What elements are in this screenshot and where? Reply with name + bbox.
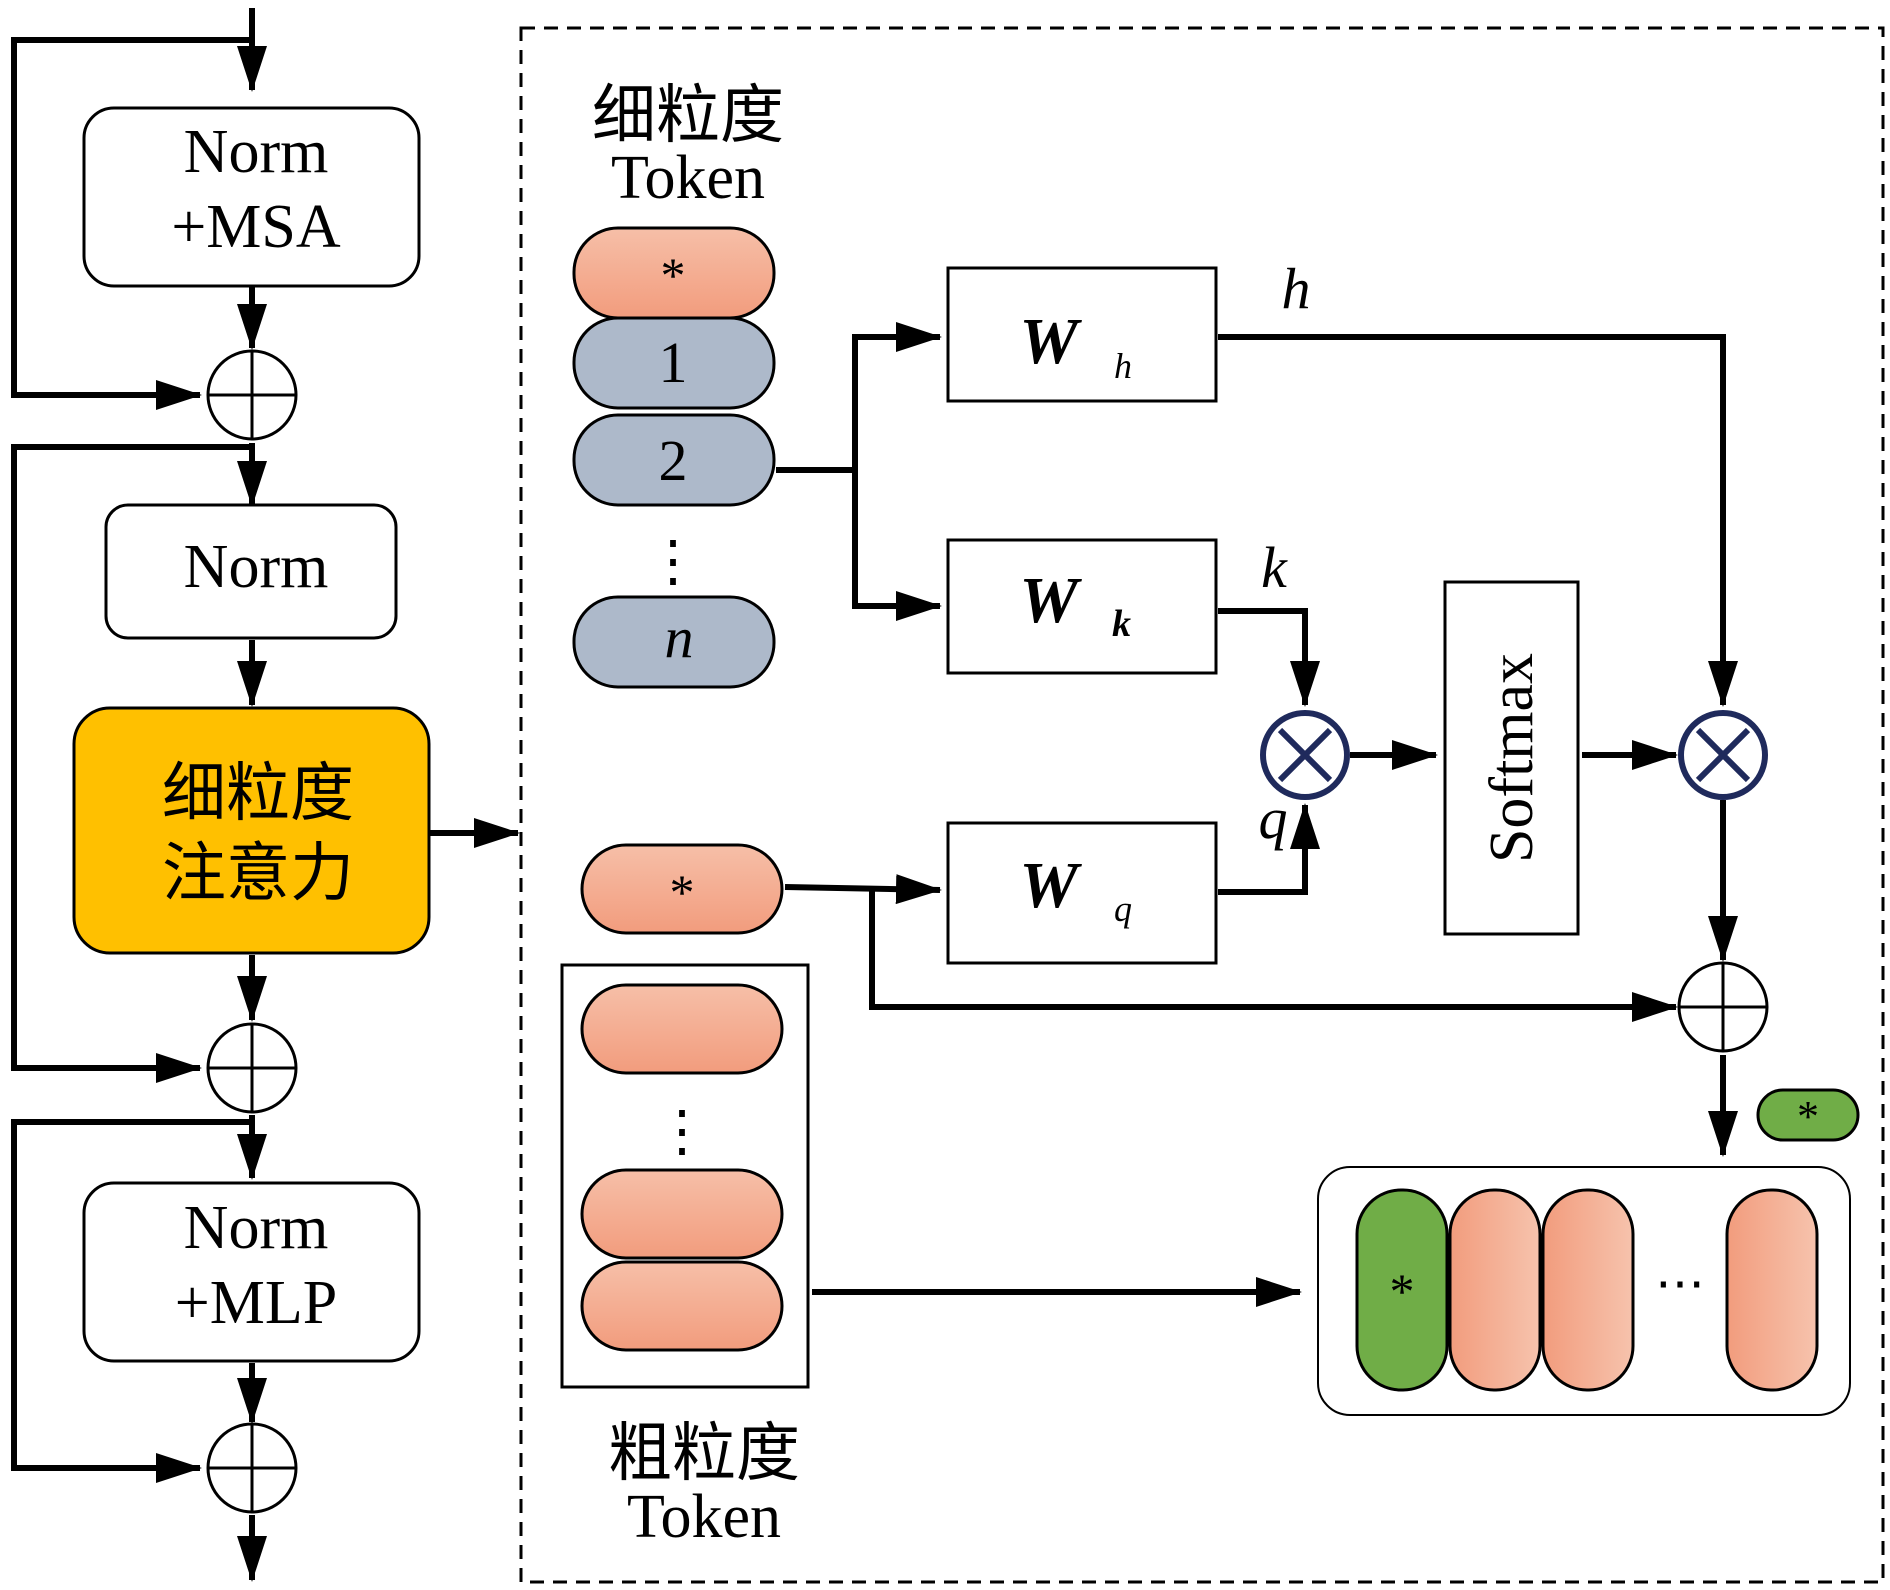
coarse-token-1 — [580, 983, 784, 1075]
q-label: q — [1259, 786, 1288, 851]
add-circle-3 — [206, 1422, 298, 1514]
wh-sub: h — [1114, 346, 1132, 386]
wk-projection: W k — [946, 538, 1218, 675]
coarse-token-title-line2: Token — [627, 1483, 781, 1551]
mult-circle-1 — [1260, 710, 1350, 800]
wk-main: W — [1019, 564, 1082, 637]
wh-projection: W h — [946, 266, 1218, 403]
wq-projection: W q — [946, 821, 1218, 965]
fine-token-2-label: 2 — [659, 428, 688, 493]
fine-token-vdots: ⋮ — [645, 531, 701, 593]
output-token-3 — [1541, 1188, 1635, 1392]
attention-arrows — [784, 334, 1738, 1307]
left-column — [11, 8, 520, 1582]
add-circle-1 — [206, 349, 298, 441]
k-label: k — [1261, 535, 1288, 600]
output-hdots: ⋯ — [1655, 1255, 1705, 1311]
green-output-token: * — [1756, 1088, 1860, 1142]
wh-main: W — [1019, 305, 1082, 378]
query-token: * — [580, 843, 784, 935]
norm-label: Norm — [184, 533, 329, 601]
coarse-token-title-line1: 粗粒度 — [608, 1418, 800, 1489]
mult-circle-2 — [1678, 710, 1768, 800]
fine-token-stack: * 1 2 ⋮ n — [572, 226, 776, 689]
wq-sub: q — [1114, 889, 1132, 929]
output-token-green-label: * — [1390, 1263, 1415, 1319]
add-circle-2 — [206, 1022, 298, 1114]
fine-attention-block: 细粒度 注意力 — [72, 706, 431, 955]
norm-msa-line2: +MSA — [171, 193, 341, 261]
fine-token-n — [572, 595, 776, 689]
fine-token-title-line2: Token — [611, 144, 765, 212]
coarse-token-vdots: ⋮ — [654, 1101, 710, 1163]
norm-mlp-block: Norm +MLP — [82, 1181, 421, 1363]
fine-token-title-line1: 细粒度 — [592, 80, 784, 151]
output-sequence-box: * ⋯ — [1317, 1166, 1851, 1416]
softmax-label: Softmax — [1478, 653, 1546, 863]
green-output-token-label: * — [1797, 1092, 1819, 1141]
fine-token-branch — [776, 322, 942, 621]
detail-dashed-box — [519, 26, 1885, 1584]
norm-mlp-line1: Norm — [184, 1194, 329, 1262]
wq-main: W — [1019, 849, 1082, 922]
output-token-2 — [1448, 1188, 1542, 1392]
h-label: h — [1282, 256, 1311, 321]
coarse-token-2 — [580, 1168, 784, 1260]
fine-token-2 — [572, 413, 776, 507]
coarse-token-3 — [580, 1260, 784, 1352]
add-circle-right — [1677, 961, 1769, 1053]
coarse-token-box: ⋮ — [560, 963, 810, 1389]
softmax-block: Softmax — [1443, 580, 1580, 936]
wk-sub: k — [1112, 603, 1131, 645]
fine-token-n-label: n — [665, 605, 694, 670]
fine-attention-line1: 细粒度 — [162, 758, 354, 829]
norm-msa-block: Norm +MSA — [82, 106, 421, 288]
fine-token-cls-label: * — [661, 247, 686, 303]
norm-msa-line1: Norm — [184, 118, 329, 186]
fine-token-1 — [572, 316, 776, 410]
norm-mlp-line2: +MLP — [175, 1269, 337, 1337]
fine-attention-line2: 注意力 — [162, 838, 354, 909]
fine-token-1-label: 1 — [659, 330, 688, 395]
output-token-last — [1725, 1188, 1819, 1392]
output-token-green — [1355, 1188, 1449, 1392]
query-token-label: * — [670, 864, 695, 920]
norm-block: Norm — [104, 503, 398, 640]
